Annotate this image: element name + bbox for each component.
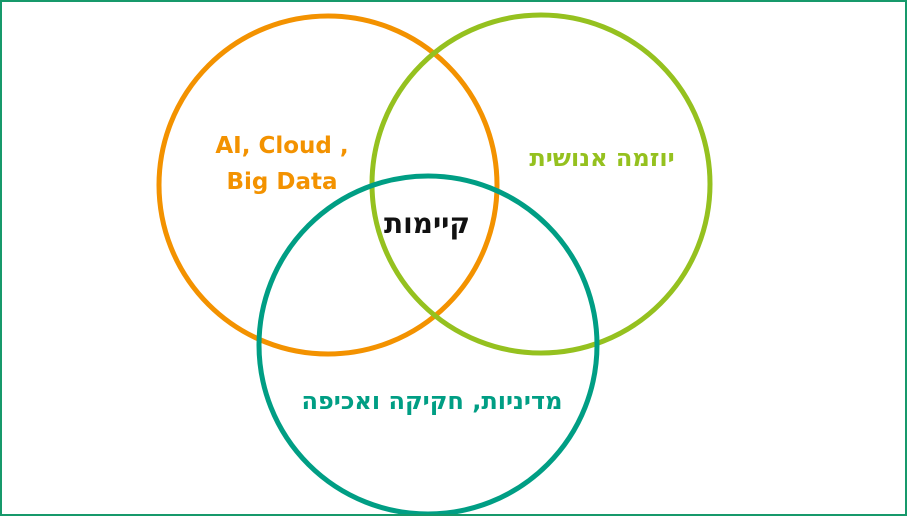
circle-human-initiative <box>369 12 713 356</box>
label-technology-line-2: Big Data <box>226 169 338 195</box>
label-technology: AI, Cloud , Big Data <box>207 128 357 200</box>
label-technology-line-1: AI, Cloud , <box>215 133 349 159</box>
label-human-initiative: יוזמה אנושית <box>529 144 675 172</box>
circle-policy <box>256 173 600 514</box>
label-policy: מדיניות, חקיקה ואכיפה <box>301 387 563 415</box>
label-intersection-sustainability: קיימות <box>383 207 471 240</box>
circle-technology <box>156 13 500 357</box>
